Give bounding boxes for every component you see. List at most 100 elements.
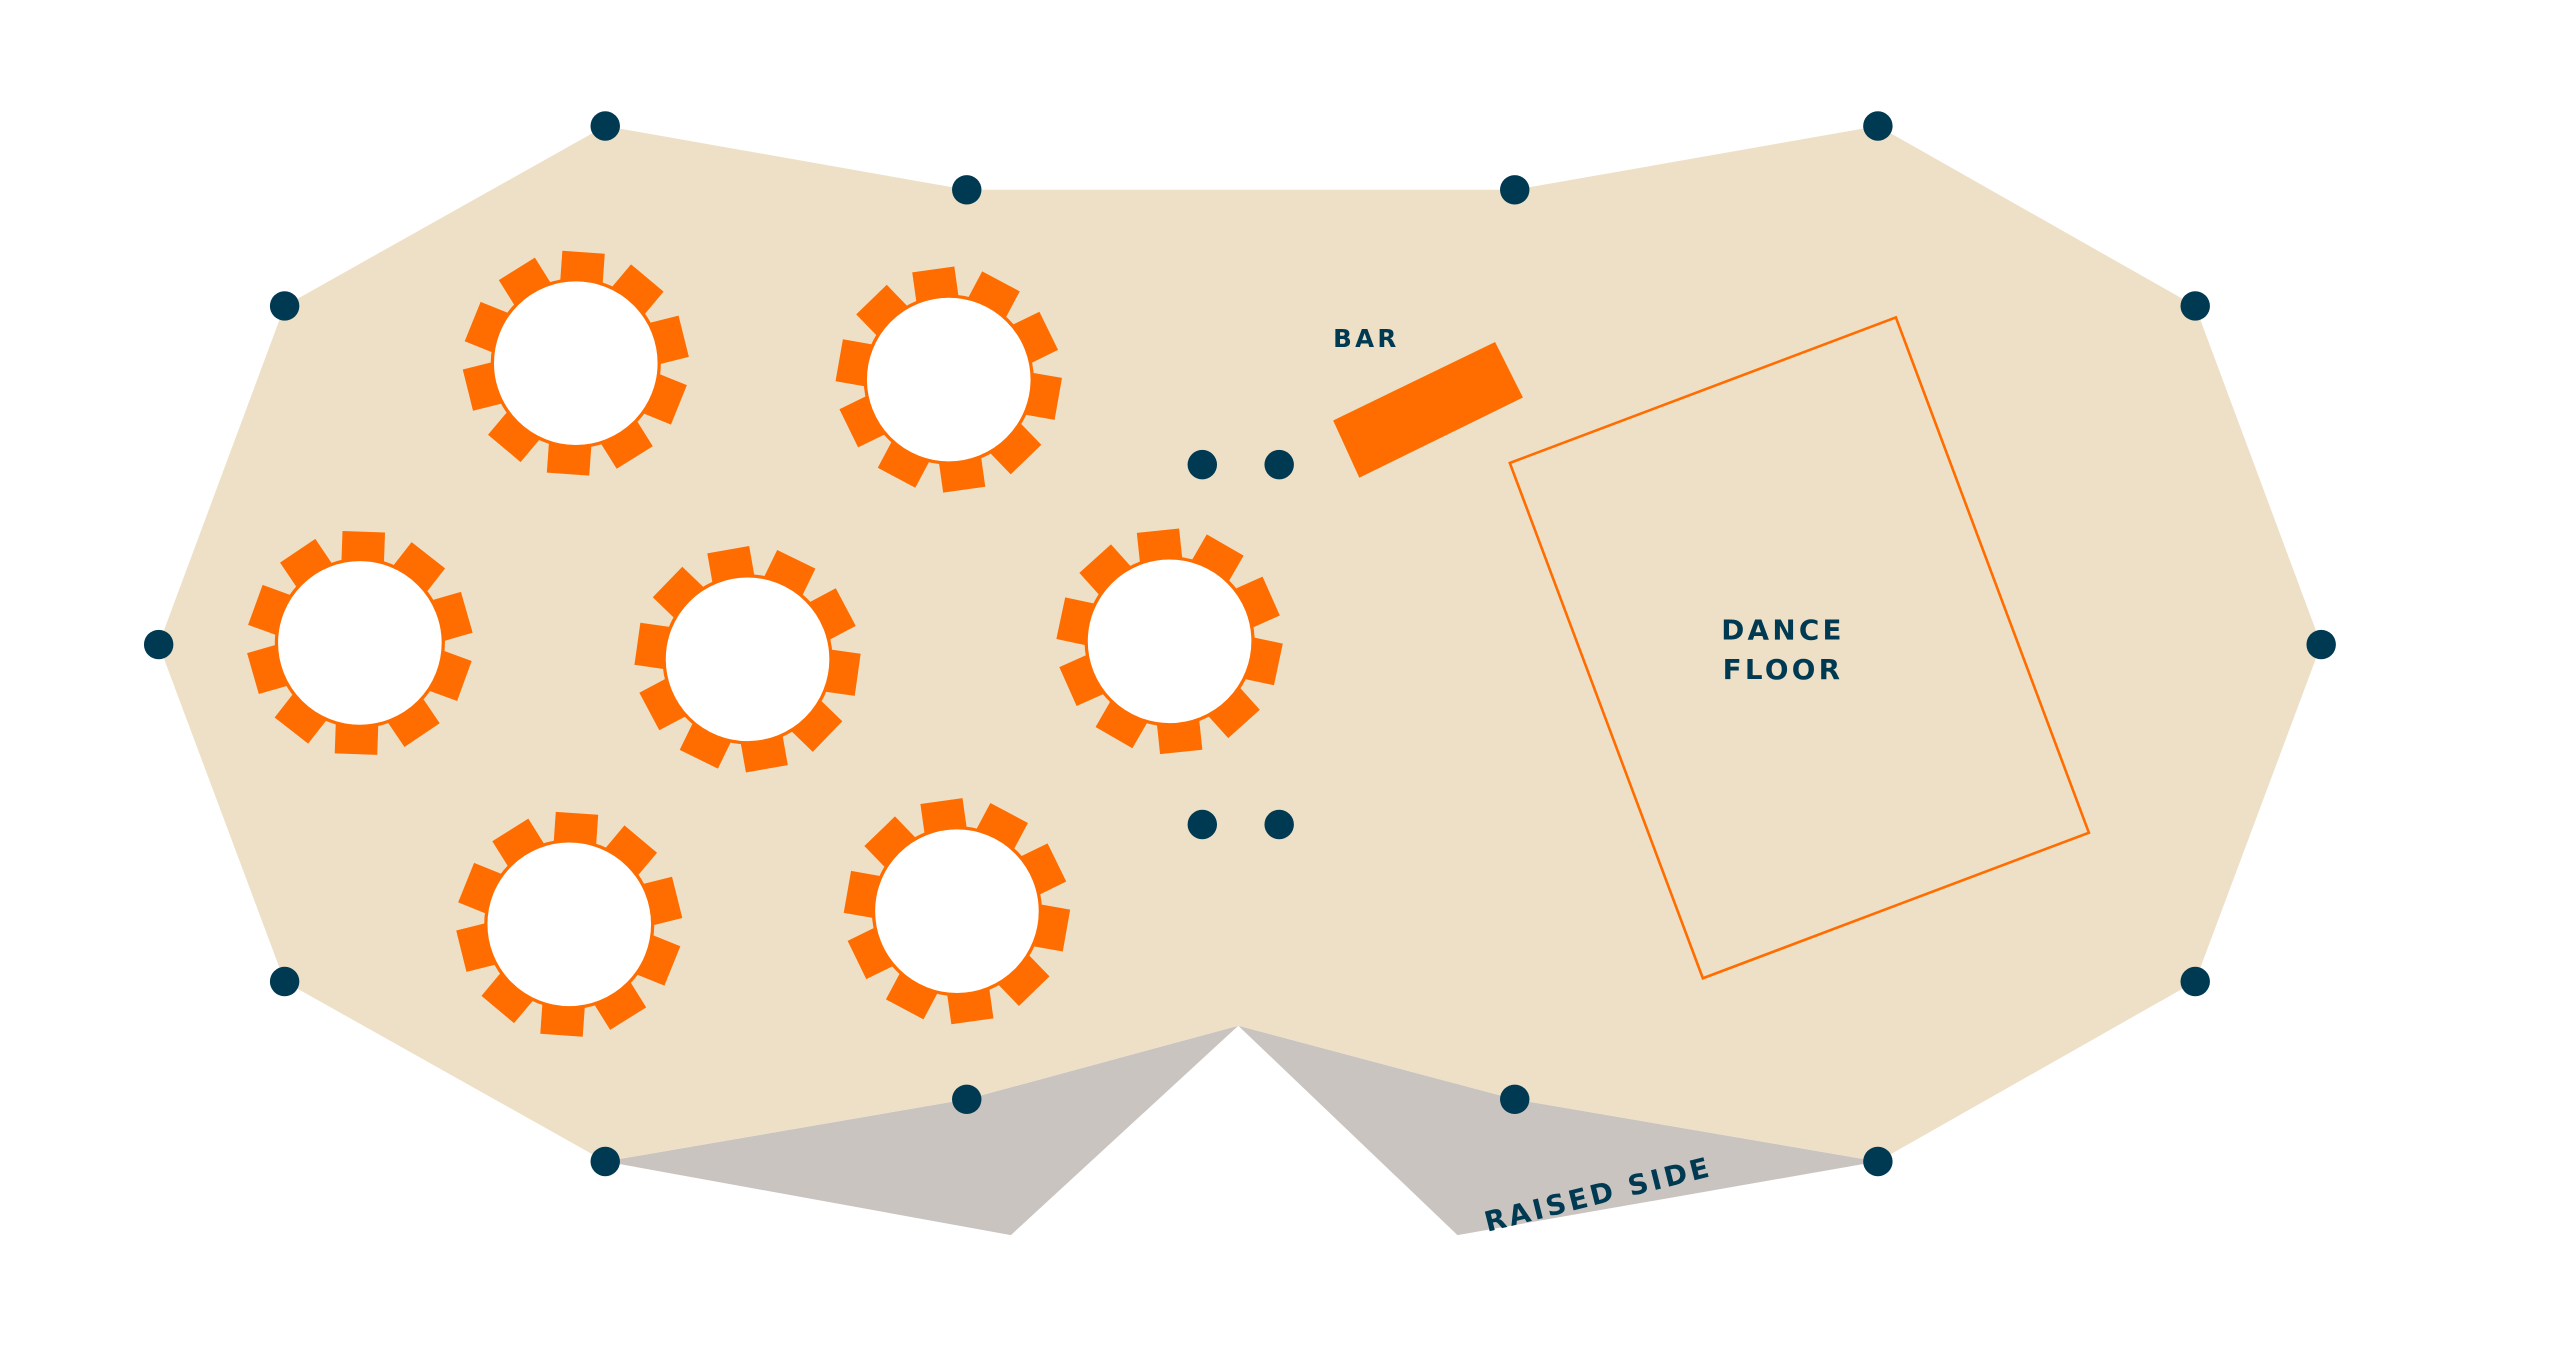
- round-table[interactable]: [456, 811, 683, 1037]
- chair[interactable]: [546, 443, 592, 476]
- tables-group: [247, 250, 1283, 1037]
- pillar: [2180, 966, 2210, 997]
- chair[interactable]: [1136, 528, 1183, 563]
- chair[interactable]: [939, 457, 986, 493]
- chair[interactable]: [488, 412, 540, 463]
- round-table[interactable]: [247, 531, 473, 755]
- chair[interactable]: [847, 927, 893, 980]
- chair[interactable]: [976, 802, 1028, 849]
- chair[interactable]: [1012, 311, 1059, 363]
- chair[interactable]: [643, 374, 687, 425]
- chair[interactable]: [612, 264, 664, 315]
- chair[interactable]: [1021, 843, 1067, 895]
- chair[interactable]: [968, 271, 1020, 318]
- chair[interactable]: [947, 989, 994, 1025]
- chair[interactable]: [634, 622, 670, 669]
- chair[interactable]: [601, 421, 653, 469]
- chair[interactable]: [764, 549, 816, 596]
- chair[interactable]: [877, 441, 930, 488]
- pillar: [269, 291, 300, 321]
- round-table[interactable]: [835, 266, 1062, 493]
- chair[interactable]: [1192, 534, 1244, 582]
- pillar: [1500, 1084, 1530, 1115]
- chair[interactable]: [1056, 597, 1095, 646]
- chair[interactable]: [280, 538, 332, 588]
- pillars-group: [143, 111, 2336, 1177]
- chair[interactable]: [464, 301, 508, 353]
- raised-side-left: [605, 1025, 1239, 1236]
- chair[interactable]: [540, 1004, 585, 1037]
- chair[interactable]: [920, 798, 967, 834]
- chair[interactable]: [825, 649, 861, 696]
- chair[interactable]: [843, 870, 881, 918]
- dance-floor-label-line2: FLOOR: [1723, 653, 1844, 686]
- chair[interactable]: [791, 700, 843, 752]
- chair[interactable]: [1156, 720, 1203, 755]
- chair[interactable]: [885, 973, 938, 1020]
- table-top[interactable]: [484, 839, 655, 1010]
- chair[interactable]: [639, 678, 686, 731]
- table-top[interactable]: [274, 557, 445, 728]
- round-table[interactable]: [843, 798, 1071, 1025]
- chair[interactable]: [1079, 544, 1131, 595]
- chair[interactable]: [1208, 687, 1260, 739]
- chair[interactable]: [341, 531, 386, 562]
- bar-counter[interactable]: [1333, 341, 1523, 478]
- table-top[interactable]: [490, 278, 661, 449]
- pillar: [952, 175, 982, 205]
- pillar: [1863, 1146, 1893, 1177]
- chair[interactable]: [1025, 372, 1062, 420]
- pillar: [1264, 809, 1294, 840]
- chair[interactable]: [707, 546, 755, 583]
- chair[interactable]: [998, 955, 1050, 1006]
- chair[interactable]: [274, 694, 327, 744]
- chair[interactable]: [835, 339, 872, 387]
- chair[interactable]: [1059, 655, 1104, 706]
- chair[interactable]: [1095, 701, 1148, 749]
- chair[interactable]: [856, 284, 908, 336]
- round-table[interactable]: [1056, 528, 1283, 755]
- pillar: [1264, 449, 1294, 480]
- chair[interactable]: [481, 973, 533, 1024]
- chair[interactable]: [740, 736, 788, 773]
- chair[interactable]: [839, 396, 885, 448]
- chair[interactable]: [1033, 904, 1071, 952]
- chair[interactable]: [387, 698, 440, 748]
- chair[interactable]: [492, 818, 544, 867]
- dance-floor-label-line1: DANCE: [1721, 614, 1845, 647]
- bar-label: BAR: [1333, 324, 1399, 353]
- pillar: [1187, 809, 1218, 840]
- chair[interactable]: [605, 825, 658, 876]
- table-top[interactable]: [1084, 556, 1255, 727]
- pillar: [143, 629, 174, 660]
- pillar: [590, 111, 620, 141]
- pillar: [2306, 629, 2336, 660]
- chair[interactable]: [652, 566, 704, 618]
- chair[interactable]: [1245, 637, 1283, 686]
- chair[interactable]: [553, 811, 599, 845]
- chair[interactable]: [864, 816, 916, 868]
- chair[interactable]: [990, 423, 1042, 475]
- chair[interactable]: [334, 723, 379, 755]
- chair[interactable]: [498, 257, 551, 306]
- round-table[interactable]: [462, 250, 689, 476]
- chair[interactable]: [594, 982, 647, 1030]
- chair[interactable]: [912, 266, 959, 302]
- chair[interactable]: [393, 542, 446, 592]
- pillar: [590, 1146, 620, 1177]
- chair[interactable]: [637, 935, 681, 986]
- pillar: [269, 966, 300, 997]
- pillar: [1187, 449, 1218, 480]
- chair[interactable]: [809, 588, 856, 640]
- chair[interactable]: [560, 250, 605, 284]
- table-top[interactable]: [863, 294, 1034, 465]
- chair[interactable]: [1235, 576, 1280, 628]
- pillar: [952, 1084, 982, 1115]
- chair[interactable]: [458, 862, 502, 914]
- table-top[interactable]: [871, 826, 1042, 997]
- round-table[interactable]: [634, 546, 861, 773]
- table-top[interactable]: [662, 574, 833, 745]
- dance-floor[interactable]: [1508, 315, 2091, 980]
- chair[interactable]: [679, 723, 731, 769]
